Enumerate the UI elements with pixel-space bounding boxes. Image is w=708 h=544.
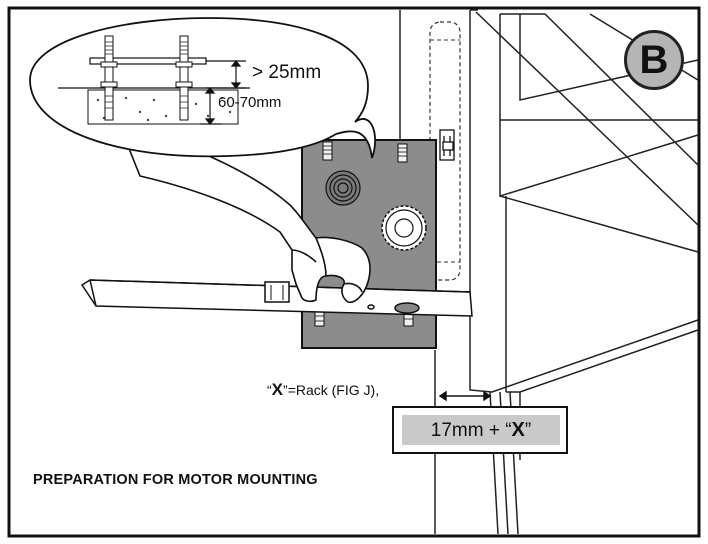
pinion-gear-icon [381,205,427,251]
hand-illustration [119,125,371,304]
conduit-hole [325,170,361,206]
spirit-level [80,279,473,317]
dimension-box: 17mm + “X” [392,406,568,454]
vertical-level [439,129,455,161]
x-dimension-arrow [438,390,492,402]
detail-callout [29,17,376,159]
x-note-rest: =Rack (FIG J), [287,382,380,398]
callout-depth-label: 60-70mm [218,94,282,111]
x-note-key: X [271,380,284,399]
x-note-close-quote: ” [283,382,288,398]
dimension-label: 17mm + “X” [402,415,560,445]
figure-border [7,6,701,538]
dimension-suffix: ” [524,420,532,441]
figure-caption: PREPARATION FOR MOTOR MOUNTING [33,472,318,488]
dimension-key: X [511,419,525,441]
figure-badge: B [624,30,684,90]
dimension-prefix: 17mm + “ [430,420,512,441]
x-note: “X”=Rack (FIG J), [267,380,379,400]
x-note-open-quote: “ [267,382,272,398]
callout-gap-label: > 25mm [252,62,322,83]
